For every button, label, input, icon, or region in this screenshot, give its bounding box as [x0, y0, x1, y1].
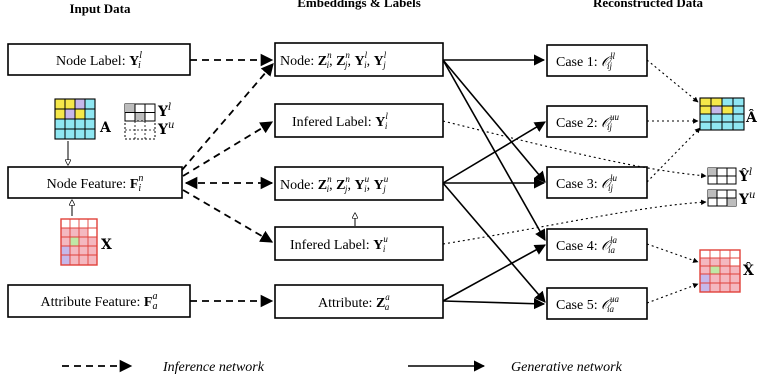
svg-text:Yu: Yu	[738, 190, 755, 208]
reconstructed-adjacency-icon: Â	[699, 97, 758, 131]
header-reconstructed-data: Reconstructed Data	[593, 0, 704, 10]
svg-text:Infered Label: Yli: Infered Label: Yli	[292, 111, 388, 131]
adjacency-matrix-icon: A	[54, 98, 112, 140]
label-matrix-icon: Yl Yu	[124, 102, 174, 140]
matrix-a-label: A	[99, 120, 112, 136]
generative-arrows	[442, 54, 546, 310]
matrix-a-hat-label: Â	[745, 108, 758, 126]
svg-text:Node Label: Yli: Node Label: Yli	[56, 50, 142, 71]
svg-text:Yu: Yu	[157, 120, 174, 138]
reconstructed-label-icon: Ŷl Yu	[707, 167, 755, 208]
svg-text:Yl: Yl	[157, 102, 171, 120]
reconstructed-feature-icon: X̂	[699, 249, 754, 293]
legend-generative-label: Generative network	[511, 360, 623, 375]
legend: Inference network Generative network	[62, 359, 623, 375]
legend-inference-label: Inference network	[162, 360, 265, 375]
matrix-x-hat-label: X̂	[743, 261, 754, 279]
matrix-x-label: X	[101, 237, 112, 253]
svg-text:Node Feature: Fni: Node Feature: Fni	[47, 173, 144, 194]
svg-text:Attribute: Zaa: Attribute: Zaa	[318, 292, 390, 312]
svg-text:Node: Zni, Znj, Yli, Ylj: Node: Zni, Znj, Yli, Ylj	[280, 50, 387, 70]
svg-text:Node: Zni, Znj, Yui, Yuj: Node: Zni, Znj, Yui, Yuj	[280, 174, 389, 194]
inference-arrows	[181, 53, 274, 308]
svg-text:Attribute Feature: Faa: Attribute Feature: Faa	[41, 291, 158, 312]
header-embeddings-labels: Embeddings & Labels	[297, 0, 421, 10]
svg-text:Ŷl: Ŷl	[738, 167, 752, 185]
dotted-connectors	[442, 59, 707, 304]
header-input-data: Input Data	[69, 1, 131, 16]
svg-text:Infered Label: Yui: Infered Label: Yui	[290, 234, 388, 254]
feature-matrix-icon: X	[60, 218, 112, 266]
